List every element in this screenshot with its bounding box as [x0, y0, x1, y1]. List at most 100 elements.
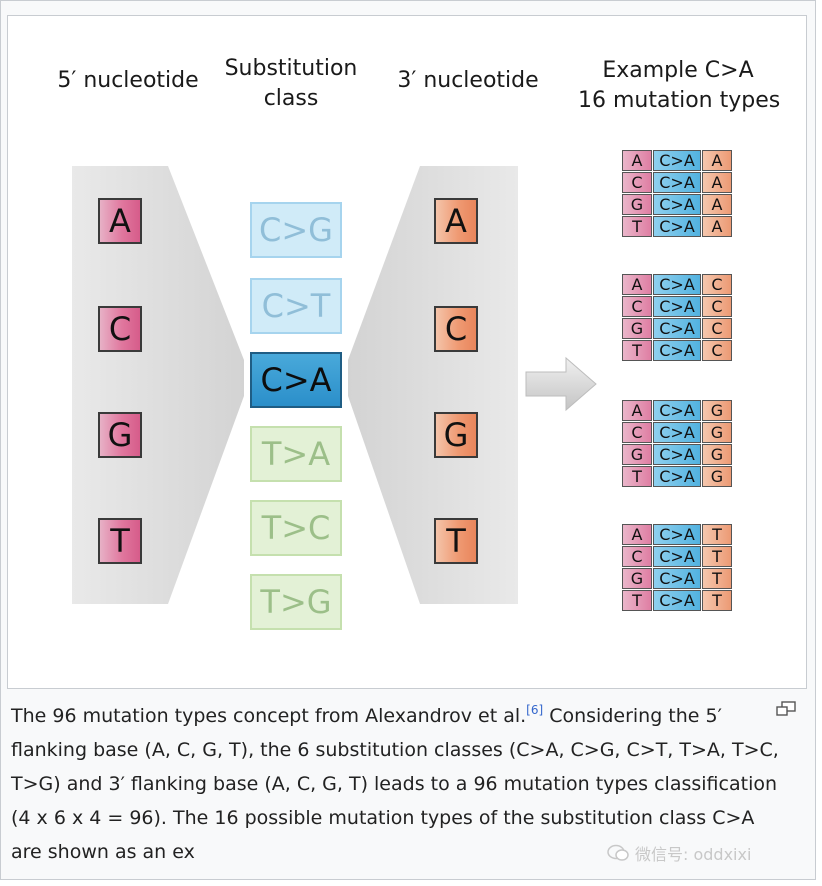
example-substitution: C>A — [653, 340, 701, 361]
example-substitution: C>A — [653, 172, 701, 193]
example-substitution: C>A — [653, 150, 701, 171]
three-prime-base-t: T — [434, 518, 478, 564]
example-substitution: C>A — [653, 466, 701, 487]
substitution-c-to-a: C>A — [250, 352, 342, 408]
example-five-prime: T — [622, 340, 652, 361]
three-prime-base-c: C — [434, 306, 478, 352]
example-substitution: C>A — [653, 546, 701, 567]
example-five-prime: C — [622, 546, 652, 567]
wechat-icon — [607, 844, 629, 861]
example-five-prime: T — [622, 466, 652, 487]
three-prime-base-g: G — [434, 412, 478, 458]
example-five-prime: G — [622, 568, 652, 589]
example-three-prime: C — [702, 296, 732, 317]
right-funnel — [348, 166, 518, 604]
figure-caption: The 96 mutation types concept from Alexa… — [11, 699, 781, 869]
three-prime-header: 3′ nucleotide — [397, 68, 539, 93]
example-three-prime: T — [702, 524, 732, 545]
example-three-prime: T — [702, 546, 732, 567]
example-header-line2: 16 mutation types — [578, 88, 781, 113]
funnel-background — [72, 166, 518, 604]
substitution-c-to-g: C>G — [250, 202, 342, 258]
five-prime-base-t: T — [98, 518, 142, 564]
substitution-t-to-c: T>C — [250, 500, 342, 556]
five-prime-base-a: A — [98, 198, 142, 244]
example-three-prime: A — [702, 150, 732, 171]
example-three-prime: C — [702, 274, 732, 295]
example-substitution: C>A — [653, 400, 701, 421]
example-substitution: C>A — [653, 422, 701, 443]
watermark-text: 微信号: oddxixi — [635, 845, 752, 864]
caption-text-rest: Considering the 5′ flanking base (A, C, … — [11, 705, 779, 863]
right-arrow-icon — [525, 356, 597, 412]
example-three-prime: G — [702, 422, 732, 443]
example-substitution: C>A — [653, 568, 701, 589]
example-substitution: C>A — [653, 274, 701, 295]
example-five-prime: A — [622, 274, 652, 295]
example-five-prime: C — [622, 296, 652, 317]
example-substitution: C>A — [653, 296, 701, 317]
example-five-prime: A — [622, 150, 652, 171]
example-three-prime: C — [702, 340, 732, 361]
example-substitution: C>A — [653, 216, 701, 237]
example-substitution: C>A — [653, 194, 701, 215]
substitution-c-to-t: C>T — [250, 278, 342, 334]
substitution-header-line2: class — [263, 86, 319, 111]
three-prime-base-a: A — [434, 198, 478, 244]
example-five-prime: G — [622, 318, 652, 339]
example-substitution: C>A — [653, 524, 701, 545]
enlarge-icon[interactable] — [775, 701, 797, 717]
substitution-header-line1: Substitution — [224, 56, 358, 81]
five-prime-base-g: G — [98, 412, 142, 458]
example-five-prime: A — [622, 400, 652, 421]
example-substitution: C>A — [653, 590, 701, 611]
example-substitution: C>A — [653, 444, 701, 465]
example-five-prime: T — [622, 216, 652, 237]
substitution-t-to-a: T>A — [250, 426, 342, 482]
figure-image[interactable]: 5′ nucleotide Substitution class 3′ nucl… — [7, 15, 807, 689]
example-five-prime: T — [622, 590, 652, 611]
example-three-prime: G — [702, 466, 732, 487]
caption-text-start: The 96 mutation types concept from Alexa… — [11, 705, 527, 727]
example-three-prime: G — [702, 400, 732, 421]
example-five-prime: C — [622, 422, 652, 443]
five-prime-header: 5′ nucleotide — [57, 68, 199, 93]
example-three-prime: C — [702, 318, 732, 339]
example-substitution: C>A — [653, 318, 701, 339]
example-header: Example C>A 16 mutation types — [578, 56, 781, 116]
example-three-prime: A — [702, 194, 732, 215]
watermark: 微信号: oddxixi — [607, 841, 751, 865]
five-prime-base-c: C — [98, 306, 142, 352]
citation-link[interactable]: [6] — [526, 703, 544, 717]
example-five-prime: A — [622, 524, 652, 545]
example-five-prime: C — [622, 172, 652, 193]
example-three-prime: A — [702, 172, 732, 193]
example-five-prime: G — [622, 194, 652, 215]
example-five-prime: G — [622, 444, 652, 465]
example-three-prime: A — [702, 216, 732, 237]
substitution-t-to-g: T>G — [250, 574, 342, 630]
left-funnel — [72, 166, 244, 604]
example-header-line1: Example C>A — [602, 58, 754, 83]
example-three-prime: G — [702, 444, 732, 465]
